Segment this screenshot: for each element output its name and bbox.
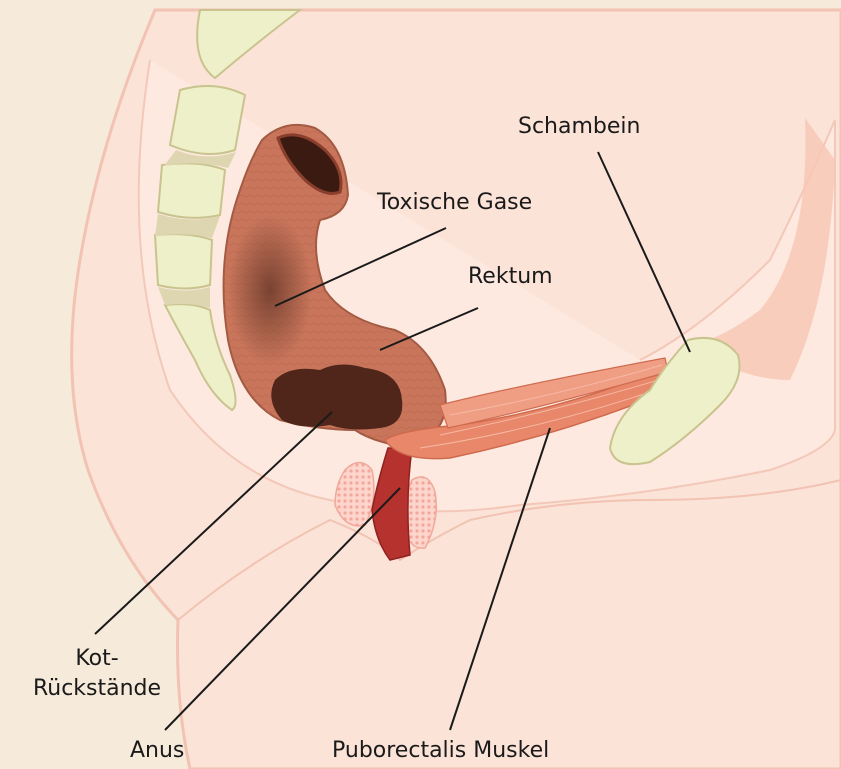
label-schambein: Schambein bbox=[518, 112, 640, 142]
feces-mass bbox=[271, 364, 402, 429]
vertebra-4 bbox=[155, 234, 212, 288]
gas-cloud bbox=[228, 215, 312, 365]
label-kot-line1: Kot- bbox=[22, 644, 172, 674]
label-anus: Anus bbox=[130, 736, 184, 766]
label-kot-line2: Rückstände bbox=[22, 674, 172, 704]
vertebra-2 bbox=[170, 86, 245, 154]
label-toxische-gase: Toxische Gase bbox=[377, 188, 532, 218]
label-rektum: Rektum bbox=[468, 262, 553, 292]
vertebra-3 bbox=[158, 163, 225, 218]
label-kot-rueckstaende: Kot- Rückstände bbox=[22, 644, 172, 704]
label-puborectalis: Puborectalis Muskel bbox=[332, 736, 549, 766]
